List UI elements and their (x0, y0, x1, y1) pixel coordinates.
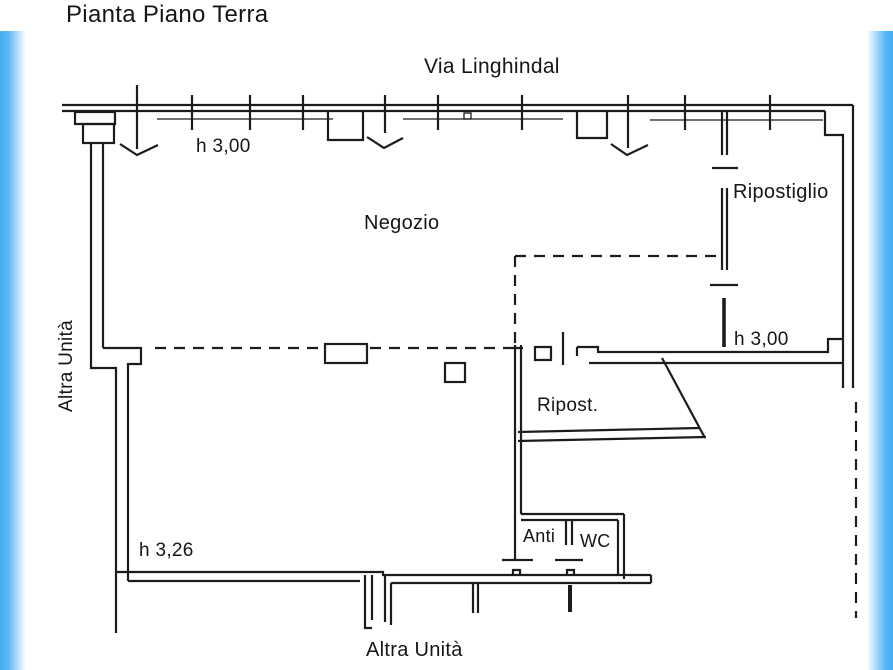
wall-right-inner (823, 111, 845, 388)
dashed-boundary-lines (155, 254, 858, 618)
anti-wc-walls (502, 512, 626, 579)
room-label-wc: WC (580, 531, 611, 551)
height-label-storefront: h 3,00 (196, 136, 251, 157)
adjacent-unit-label-bottom: Altra Unità (366, 639, 463, 661)
sill-tick (463, 112, 472, 120)
ripostiglio-west-wall (710, 112, 738, 347)
pillar-mid-1 (326, 112, 365, 142)
window-mullions (190, 95, 772, 130)
wall-left-outer (89, 143, 118, 633)
pillar-top-left-upper (73, 110, 117, 126)
storage-middle-wall (533, 332, 843, 365)
rear-wall (117, 568, 653, 585)
street-label: Via Linghindal (424, 55, 560, 78)
pillar-on-dashed-line (323, 342, 369, 365)
room-label-negozio: Negozio (364, 212, 440, 234)
adjacent-unit-label-left: Altra Unità (56, 319, 77, 412)
pillar-square (443, 361, 467, 384)
room-label-anti: Anti (523, 526, 556, 546)
pillar-top-left-lower (81, 122, 116, 145)
height-label-storage: h 3,00 (734, 329, 789, 350)
page-title: Pianta Piano Terra (66, 1, 269, 28)
entrance-arrow-icons (119, 85, 649, 157)
height-label-rear: h 3,26 (139, 540, 194, 561)
room-label-ripost: Ripost. (537, 395, 599, 416)
room-label-ripostiglio: Ripostiglio (733, 181, 829, 203)
lower-unit-wall-stubs (363, 575, 572, 630)
wall-left-step (103, 346, 143, 581)
ripost-room-walls (513, 345, 707, 560)
pillar-mid-2 (575, 112, 609, 140)
diagonal-wall (661, 357, 706, 439)
